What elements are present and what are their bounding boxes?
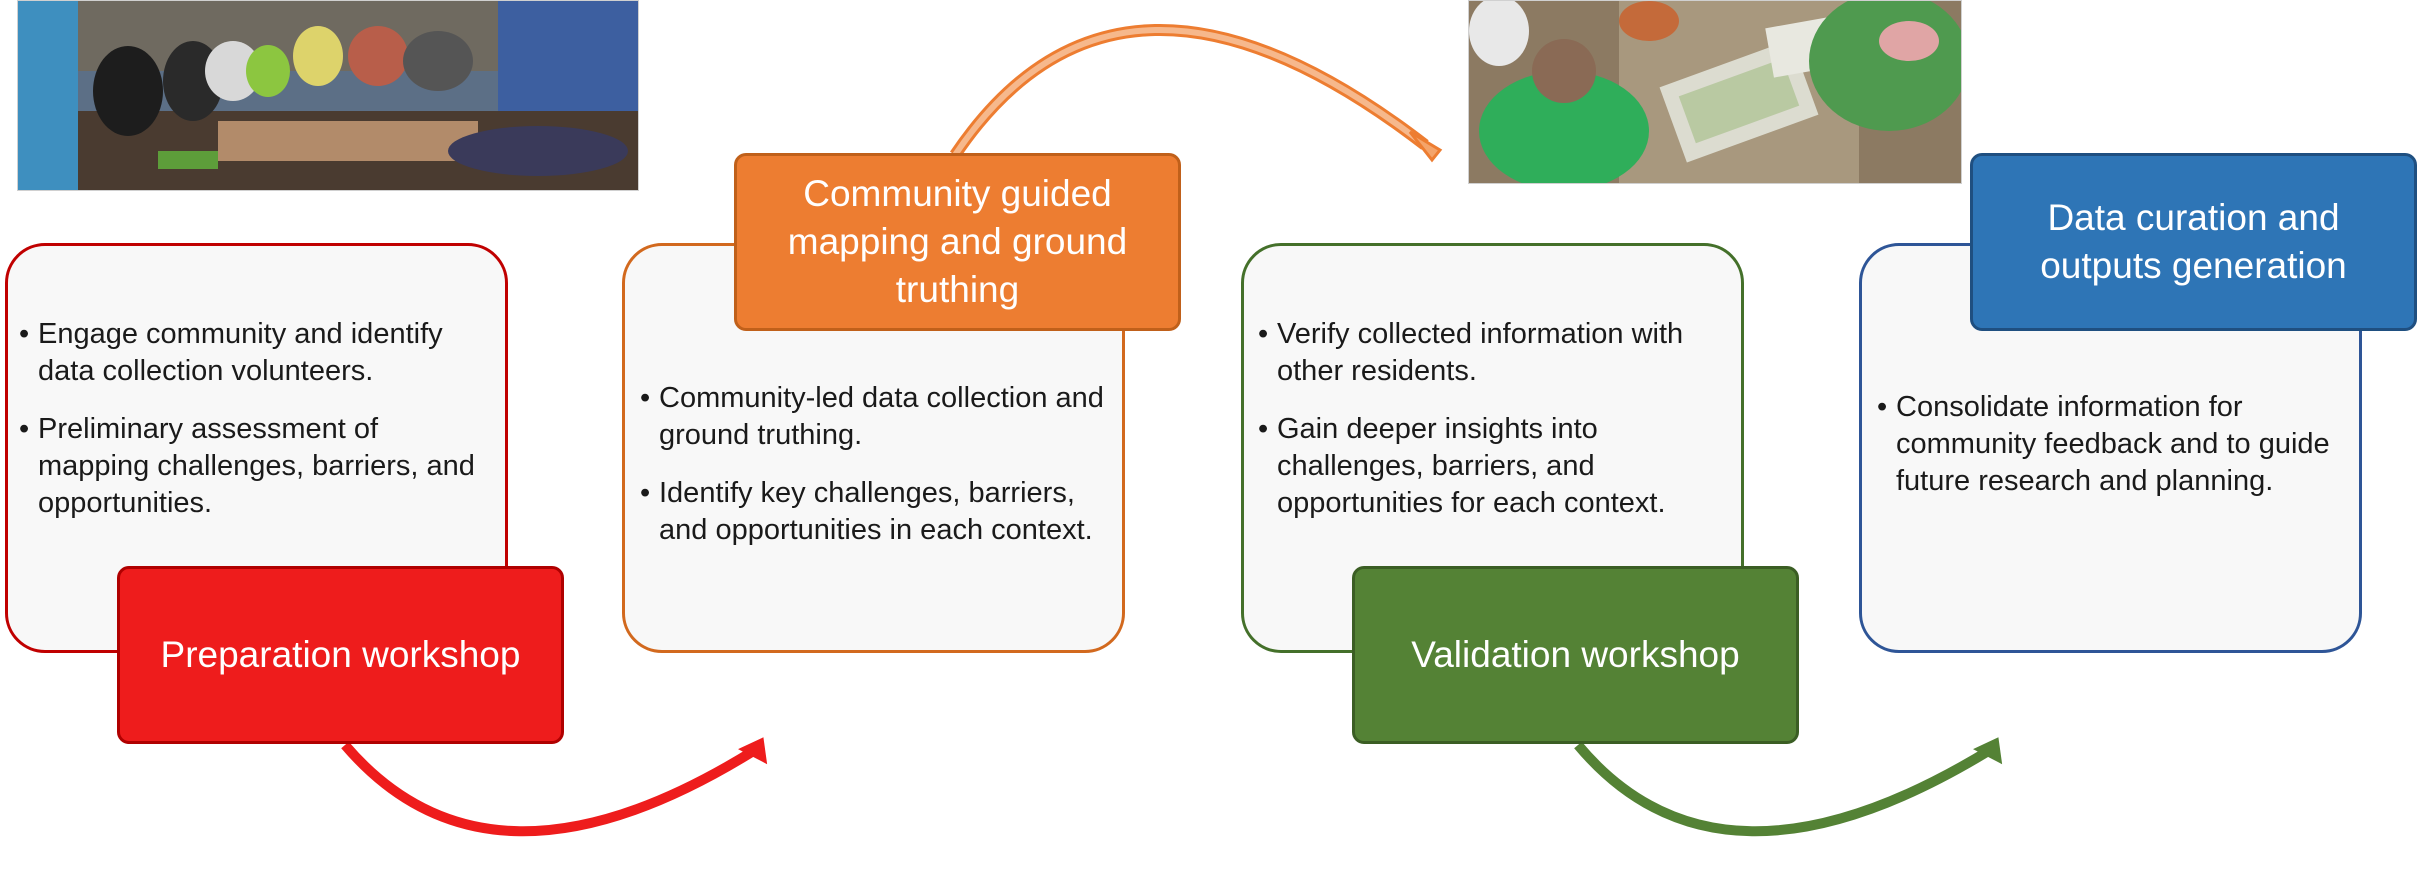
arrow-red (341, 741, 758, 837)
workshop-photo-1 (17, 0, 639, 191)
step-title-mapping: Community guided mapping and ground trut… (734, 153, 1181, 331)
validation-bullets: Verify collected information with other … (1258, 316, 1728, 543)
bullet-item: Verify collected information with other … (1258, 316, 1728, 390)
bullet-item: Identify key challenges, barriers, and o… (640, 475, 1110, 549)
arrow-red-head (738, 737, 768, 765)
workshop-photo-2 (1468, 0, 1962, 184)
curation-bullets: Consolidate information for community fe… (1877, 389, 2347, 521)
bullet-item: Consolidate information for community fe… (1877, 389, 2347, 500)
step-title-preparation: Preparation workshop (117, 566, 564, 744)
arrow-green (1574, 741, 1993, 837)
arrow-orange (950, 23, 1429, 159)
step-title-validation: Validation workshop (1352, 566, 1799, 744)
bullet-item: Gain deeper insights into challenges, ba… (1258, 411, 1728, 522)
arrow-orange-head (1408, 130, 1443, 163)
bullet-item: Engage community and identify data colle… (19, 316, 489, 390)
arrow-green-head (1973, 737, 2003, 765)
step-title-curation: Data curation and outputs generation (1970, 153, 2417, 331)
preparation-bullets: Engage community and identify data colle… (19, 316, 489, 543)
mapping-bullets: Community-led data collection and ground… (640, 380, 1110, 570)
bullet-item: Preliminary assessment of mapping challe… (19, 411, 489, 522)
bullet-item: Community-led data collection and ground… (640, 380, 1110, 454)
